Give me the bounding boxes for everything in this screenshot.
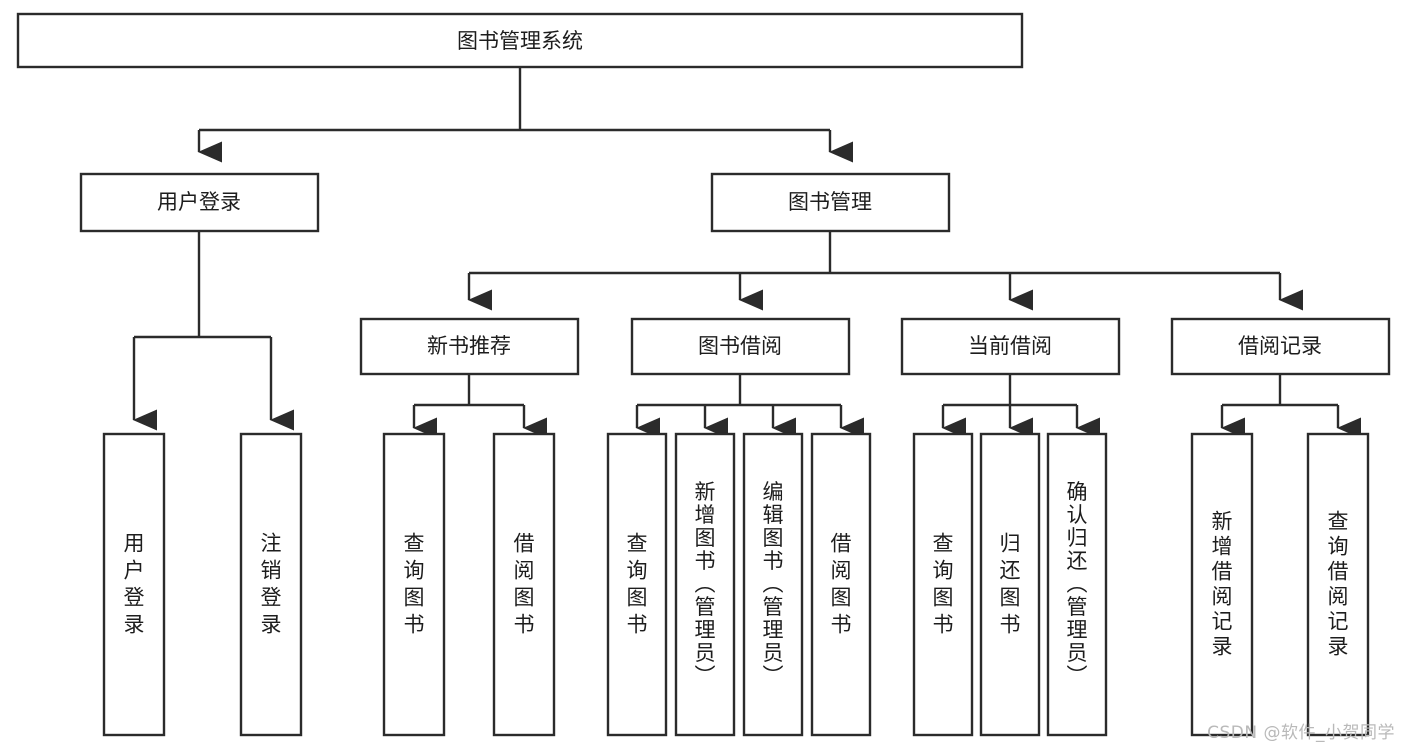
leaf-node-recommend-borrow-book[interactable]: 借阅图书 xyxy=(492,432,556,737)
node-book-borrow[interactable]: 图书借阅 xyxy=(630,317,851,376)
edge-book-manage-to-level2 xyxy=(467,231,1304,311)
csdn-watermark: CSDN @软件_小贺同学 xyxy=(1207,723,1395,743)
node-label-new-book-recommend: 新书推荐 xyxy=(427,334,511,358)
leaf-label-record-add-record: 新增借阅记录 xyxy=(1212,510,1233,659)
node-label-book-borrow: 图书借阅 xyxy=(698,334,782,358)
leaf-label-borrow-query-book: 查询图书 xyxy=(627,532,648,637)
leaf-node-borrow-query-book[interactable]: 查询图书 xyxy=(606,432,668,737)
leaf-label-borrow-borrow-book: 借阅图书 xyxy=(831,532,852,637)
node-book-manage[interactable]: 图书管理 xyxy=(710,172,951,233)
node-root-system[interactable]: 图书管理系统 xyxy=(16,12,1024,69)
leaf-label-recommend-borrow-book: 借阅图书 xyxy=(514,532,535,637)
node-label-borrow-record: 借阅记录 xyxy=(1238,334,1322,358)
edge-root-to-level1 xyxy=(197,67,854,163)
node-current-borrow[interactable]: 当前借阅 xyxy=(900,317,1121,376)
leaf-node-user-logout[interactable]: 注销登录 xyxy=(239,432,303,737)
leaf-label-current-confirm-return-admin: 确认归还︵管理员︶ xyxy=(1067,480,1088,688)
node-new-book-recommend[interactable]: 新书推荐 xyxy=(359,317,580,376)
edge-book-borrow-to-leaves xyxy=(635,374,865,439)
leaf-node-recommend-query-book[interactable]: 查询图书 xyxy=(382,432,446,737)
leaf-label-recommend-query-book: 查询图书 xyxy=(404,532,425,637)
edge-new-book-to-leaves xyxy=(412,374,548,439)
node-label-current-borrow: 当前借阅 xyxy=(968,334,1052,358)
leaf-node-borrow-edit-book-admin[interactable]: 编辑图书︵管理员︶ xyxy=(742,432,804,737)
leaf-node-record-add-record[interactable]: 新增借阅记录 xyxy=(1190,432,1254,737)
leaf-node-user-login-login[interactable]: 用户登录 xyxy=(102,432,166,737)
node-label-book-manage: 图书管理 xyxy=(788,190,872,214)
leaf-label-borrow-edit-book-admin: 编辑图书︵管理员︶ xyxy=(763,480,784,688)
node-label-user-login: 用户登录 xyxy=(157,190,241,214)
leaf-label-user-login-login: 用户登录 xyxy=(124,532,145,637)
edge-current-borrow-to-leaves xyxy=(941,374,1101,439)
edge-borrow-record-to-leaves xyxy=(1220,374,1362,439)
leaf-node-current-query-book[interactable]: 查询图书 xyxy=(912,432,974,737)
leaf-label-current-return-book: 归还图书 xyxy=(1000,532,1021,637)
leaf-node-record-query-record[interactable]: 查询借阅记录 xyxy=(1306,432,1370,737)
node-label-root: 图书管理系统 xyxy=(457,29,583,53)
node-user-login[interactable]: 用户登录 xyxy=(79,172,320,233)
leaf-node-current-return-book[interactable]: 归还图书 xyxy=(979,432,1041,737)
leaf-node-current-confirm-return-admin[interactable]: 确认归还︵管理员︶ xyxy=(1046,432,1108,737)
leaf-node-borrow-borrow-book[interactable]: 借阅图书 xyxy=(810,432,872,737)
leaf-label-user-logout: 注销登录 xyxy=(261,532,282,637)
leaf-label-current-query-book: 查询图书 xyxy=(933,532,954,637)
edge-user-login-to-leaves xyxy=(132,231,295,431)
leaf-node-borrow-add-book-admin[interactable]: 新增图书︵管理员︶ xyxy=(674,432,736,737)
node-borrow-record[interactable]: 借阅记录 xyxy=(1170,317,1391,376)
leaf-label-record-query-record: 查询借阅记录 xyxy=(1328,510,1349,659)
leaf-label-borrow-add-book-admin: 新增图书︵管理员︶ xyxy=(695,480,716,688)
